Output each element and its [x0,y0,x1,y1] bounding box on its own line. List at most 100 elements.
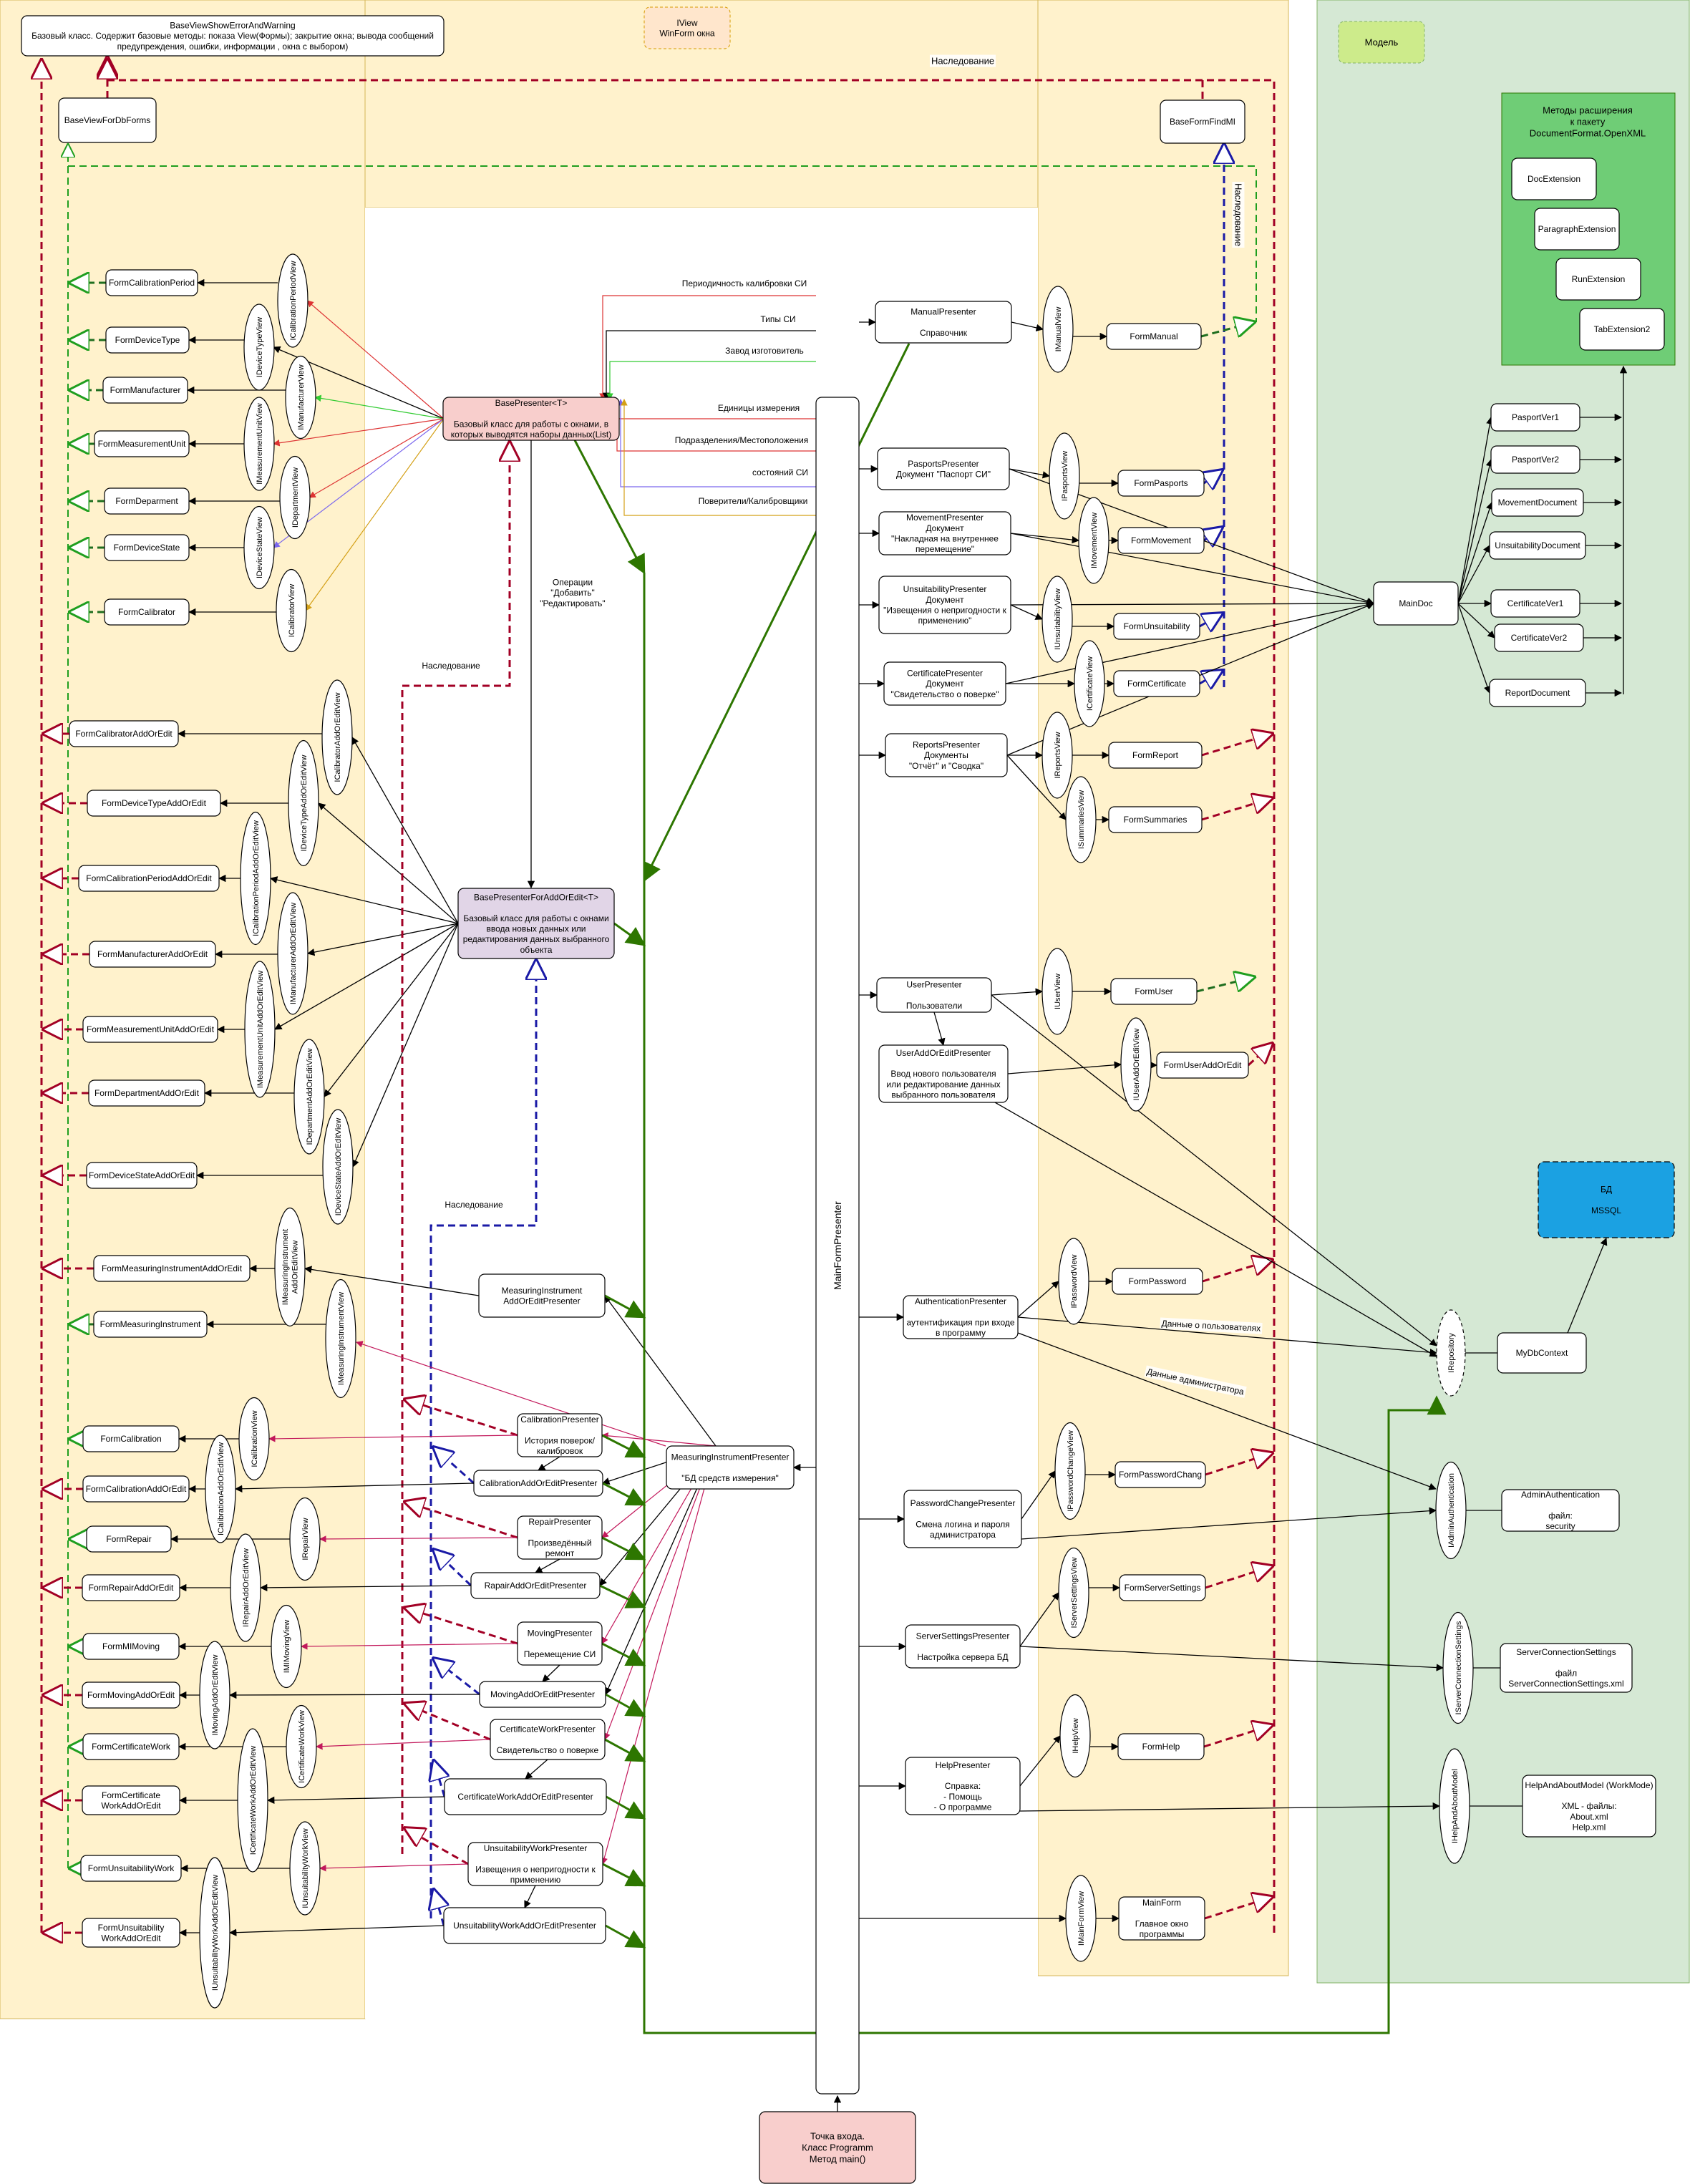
node-f-meas-unit: FormMeasurementUnit [94,430,190,457]
node-f-pasports: FormPasports [1117,470,1205,497]
node-i-password: IPasswordView [1058,1238,1089,1325]
node-cert-v1: CertificateVer1 [1490,589,1580,618]
edge-p-unsuit-work-to-view [319,1863,469,1872]
edge-inherit-p-calibration [405,1399,518,1437]
f-manual-label: FormManual [1130,331,1177,341]
f-meas-unit-label: FormMeasurementUnit [98,439,186,449]
iview-label-box [644,6,731,49]
edge-label-bg [1232,181,1245,248]
edge-mi-presenter-to-view [356,1341,666,1447]
i-unsuit-label: IUnsuitabilityView [1054,588,1062,650]
f-device-state-ae-label: FormDeviceStateAddOrEdit [89,1170,195,1180]
edge-p-pasports-to-i-pasports [1009,468,1051,479]
edge-label-nasl-vert: Наследование [1233,183,1243,246]
node-i-cal-period: ICalibrationPeriodView [277,253,309,348]
edge-inherit-f-main [1204,1897,1272,1920]
f-calibrator-ae-label: FormCalibratorAddOrEdit [75,729,173,739]
node-pasport-v2: PasportVer2 [1490,445,1580,474]
edge-maindoc-to-pasport-v2 [1457,458,1493,604]
node-report-doc: ReportDocument [1489,679,1586,707]
node-f-report: FormReport [1108,742,1203,769]
edge-p-cert-work-ae-to-view [266,1796,445,1805]
edge-addoredit-base-to-i-manufacturer-ae [306,923,459,956]
i-repair-ae-label: IRepairAddOrEditView [242,1548,251,1627]
node-i-mi: IMeasuringInstrumentView [325,1278,356,1399]
f-pasports-label: FormPasports [1134,478,1188,488]
node-p-repair-ae: RapairAddOrEditPresenter [470,1572,601,1599]
edge-maindoc-to-unsuit-doc [1457,545,1490,604]
edge-label-calibrators: Поверители/Калибровщики [699,496,808,506]
edge-main-to-base-presenter-calibrators [621,399,816,516]
edge-server-to-conn [1019,1646,1444,1671]
edge-p-movement-to-i-movement [1010,533,1080,544]
i-moving-ae-label: IMovingAddOrEditView [211,1654,220,1735]
edge-label-bg [420,660,482,672]
node-i-repair-ae: IRepairAddOrEditView [230,1533,261,1642]
node-i-pwd-change: IPasswordChangeView [1054,1422,1086,1520]
edge-addoredit-base-to-i-device-type-ae [318,802,459,924]
edge-p-help-to-i-help [1019,1735,1061,1787]
unsuit-doc-label: UnsuitabilityDocument [1495,540,1580,550]
edge-p-repair-ae-to-view [259,1583,472,1592]
edge-base-presenter-to-i-manufacturer [314,394,445,419]
edge-inherit-p-unsuit-work [405,1828,469,1865]
node-main-form-presenter: MainFormPresenter [815,397,860,2095]
edge-inherit-f-unsuit [1199,613,1222,626]
edge-p-reports-to-i-summaries [1006,754,1067,820]
i-admin-auth-label: IAdminAuthentication [1447,1473,1456,1548]
edge-trunk-p-moving [601,1642,646,1666]
f-password-label: FormPassword [1129,1276,1187,1286]
edge-p-moving-to-view [301,1643,518,1650]
node-base-view-db: BaseViewForDbForms [58,97,157,143]
edge-mi-presenter-to-p-calibration [601,1432,717,1447]
node-i-server: IServerSettingsView [1058,1547,1089,1639]
i-device-type-ae-label: IDeviceTypeAddOrEditView [300,754,309,851]
edge-p-unsuit-to-i-unsuit [1010,604,1043,620]
node-f-moving-ae: FormMovingAddOrEdit [82,1681,180,1709]
edge-label-nasl-left: Наследование [422,661,480,671]
node-i-help-model: IHelpAndAboutModel [1439,1748,1470,1864]
node-f-calibration: FormCalibration [82,1425,180,1452]
node-unsuit-doc: UnsuitabilityDocument [1489,531,1586,560]
edge-maindoc-to-pasport-v1 [1457,416,1494,604]
edge-inherit-p-cert-work [405,1704,491,1741]
edge-inherit-p-calibration-ae [434,1447,475,1485]
i-mi-label: IMeasuringInstrumentView [337,1292,346,1385]
node-f-user-ae: FormUserAddOrEdit [1156,1052,1249,1079]
edge-mi-ae-to-view [303,1266,480,1296]
node-i-calibration-ae: ICalibrationAddOrEditView [205,1435,236,1543]
node-doc-ext: DocExtension [1511,157,1597,200]
i-help-model-label: IHelpAndAboutModel [1451,1769,1460,1843]
edge-green-top [68,165,1257,322]
node-i-summaries: ISummariesView [1065,776,1097,863]
node-i-manufacturer: IManufacturerView [285,355,316,440]
node-f-meas-unit-ae: FormMeasurementUnitAddOrEdit [82,1016,218,1043]
f-cal-period-ae-label: FormCalibrationPeriodAddOrEdit [86,873,212,883]
edge-label-bg [759,314,797,326]
node-f-mi-ae: FormMeasuringInstrumentAddOrEdit [93,1255,251,1282]
node-i-repair: IRepairView [289,1497,321,1581]
node-i-moving-ae: IMovingAddOrEditView [199,1641,230,1749]
edge-main-to-base-presenter-periodicity [599,295,816,400]
run-ext-label: RunExtension [1572,274,1626,284]
i-department-ae-label: IDepartmentAddOrEditView [306,1048,314,1145]
f-pwd-change-label: FormPasswordChang [1119,1470,1202,1480]
edge-inherit-p-moving [405,1608,518,1645]
edge-label-units: Единицы измерения [718,403,800,413]
node-i-help: IHelpView [1059,1694,1091,1778]
node-f-summaries: FormSummaries [1108,806,1203,833]
node-i-certificate: ICertificateView [1074,640,1105,727]
